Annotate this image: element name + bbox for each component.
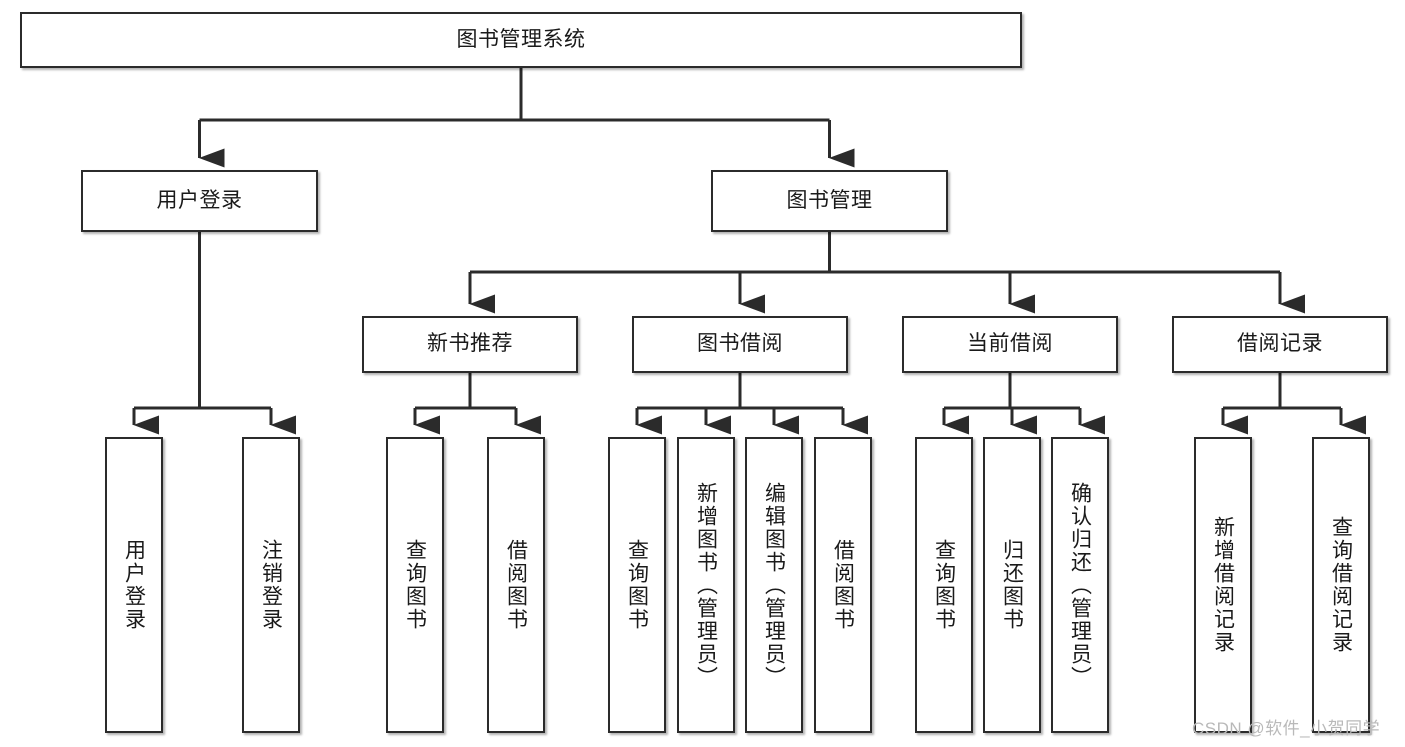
node-label-leaf-query-book-recommend: 查询图书 [403,539,427,631]
node-leaf-query-book-recommend[interactable]: 查询图书 [386,437,444,733]
node-label-new-book-recommend: 新书推荐 [427,332,513,356]
node-book-borrow[interactable]: 图书借阅 [632,316,848,373]
node-new-book-recommend[interactable]: 新书推荐 [362,316,578,373]
node-leaf-user-login[interactable]: 用户登录 [105,437,163,733]
node-label-leaf-logout: 注销登录 [259,539,283,631]
node-leaf-add-book[interactable]: 新增图书（管理员） [677,437,735,733]
node-leaf-add-borrow-record[interactable]: 新增借阅记录 [1194,437,1252,733]
node-label-leaf-borrow-book: 借阅图书 [831,539,855,631]
node-label-leaf-query-book-borrow: 查询图书 [625,539,649,631]
node-leaf-edit-book[interactable]: 编辑图书（管理员） [745,437,803,733]
node-label-borrow-record: 借阅记录 [1237,332,1323,356]
node-label-user-login: 用户登录 [156,188,243,212]
node-label-leaf-return-book: 归还图书 [1000,539,1024,631]
node-leaf-borrow-book[interactable]: 借阅图书 [814,437,872,733]
node-leaf-query-borrow-record[interactable]: 查询借阅记录 [1312,437,1370,733]
node-root[interactable]: 图书管理系统 [20,12,1022,68]
node-label-leaf-query-borrow-record: 查询借阅记录 [1329,516,1353,654]
node-leaf-confirm-return[interactable]: 确认归还（管理员） [1051,437,1109,733]
node-label-current-borrow: 当前借阅 [967,332,1053,356]
node-leaf-query-book-borrow[interactable]: 查询图书 [608,437,666,733]
node-label-book-manage: 图书管理 [786,188,873,212]
node-label-leaf-user-login: 用户登录 [122,539,146,631]
node-current-borrow[interactable]: 当前借阅 [902,316,1118,373]
node-borrow-record[interactable]: 借阅记录 [1172,316,1388,373]
node-label-leaf-edit-book: 编辑图书（管理员） [762,481,786,689]
node-leaf-borrow-book-recommend[interactable]: 借阅图书 [487,437,545,733]
node-leaf-logout[interactable]: 注销登录 [242,437,300,733]
node-book-manage[interactable]: 图书管理 [711,170,948,232]
node-label-leaf-confirm-return: 确认归还（管理员） [1068,481,1092,689]
node-label-book-borrow: 图书借阅 [697,332,783,356]
node-label-leaf-add-borrow-record: 新增借阅记录 [1211,516,1235,654]
node-leaf-query-book-current[interactable]: 查询图书 [915,437,973,733]
node-leaf-return-book[interactable]: 归还图书 [983,437,1041,733]
node-user-login[interactable]: 用户登录 [81,170,318,232]
node-label-root: 图书管理系统 [456,27,586,51]
node-label-leaf-query-book-current: 查询图书 [932,539,956,631]
node-label-leaf-add-book: 新增图书（管理员） [694,481,718,689]
node-label-leaf-borrow-book-recommend: 借阅图书 [504,539,528,631]
